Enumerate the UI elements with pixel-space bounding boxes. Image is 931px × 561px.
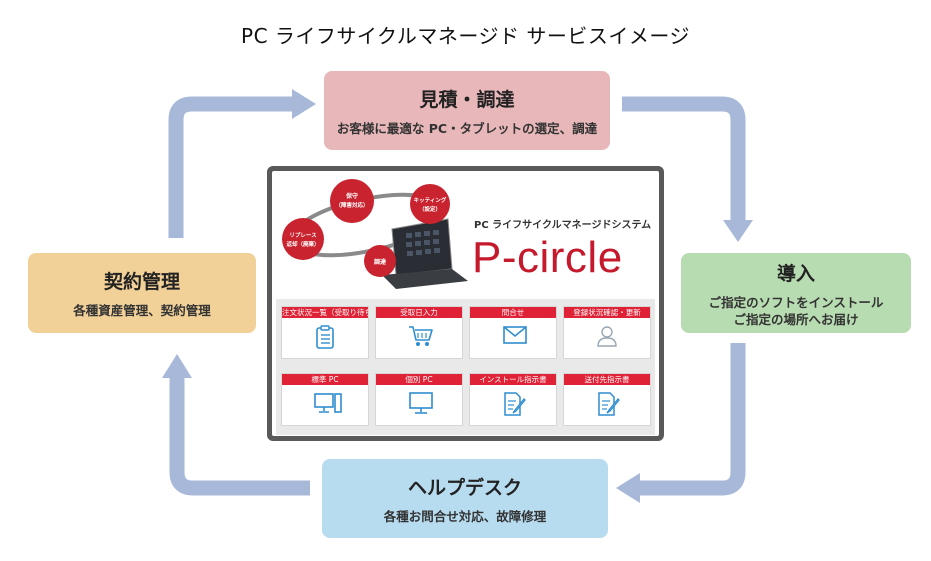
clipboard-icon bbox=[316, 325, 334, 349]
procure-box: 見積・調達 お客様に最適な PC・タブレットの選定、調達 bbox=[324, 71, 610, 150]
tile-inquiry-label: 問合せ bbox=[470, 307, 556, 318]
tile-individual-pc-label: 個別 PC bbox=[376, 374, 462, 385]
kitting-label-1: キッティング bbox=[414, 196, 447, 204]
p-circle-screen: 保守 （障害対応） キッティング （設定） リプレース 返却（廃棄） 調達 PC… bbox=[267, 166, 664, 441]
intro-box: 導入 ご指定のソフトをインストール ご指定の場所へお届け bbox=[681, 253, 911, 333]
contract-box: 契約管理 各種資産管理、契約管理 bbox=[28, 253, 256, 333]
laptop-screen bbox=[391, 218, 453, 276]
tile-inquiry[interactable]: 問合せ bbox=[469, 306, 557, 359]
kitting-label-2: （設定） bbox=[419, 205, 441, 213]
tile-registration-label: 登録状況確認・更新 bbox=[564, 307, 650, 318]
intro-description-line2: ご指定の場所へお届け bbox=[733, 311, 859, 327]
procure-heading: 見積・調達 bbox=[419, 88, 515, 111]
laptop-app-grid bbox=[406, 230, 440, 256]
tile-standard-pc[interactable]: 標準 PC bbox=[281, 373, 369, 426]
monitor-icon bbox=[409, 392, 433, 414]
arrow-helpdesk-to-contract bbox=[169, 378, 310, 496]
lifecycle-illustration: 保守 （障害対応） キッティング （設定） リプレース 返却（廃棄） 調達 bbox=[282, 179, 468, 289]
procure-node-label: 調達 bbox=[374, 258, 387, 266]
system-logo: P-circle bbox=[472, 233, 623, 282]
document-pen-icon bbox=[598, 392, 620, 416]
page-title: PC ライフサイクルマネージド サービスイメージ bbox=[241, 24, 690, 48]
tile-receive-date[interactable]: 受取日入力 bbox=[375, 306, 463, 359]
maintenance-label-1: 保守 bbox=[345, 192, 358, 200]
laptop-base bbox=[382, 269, 468, 289]
tile-receive-date-label: 受取日入力 bbox=[376, 307, 462, 318]
tile-install-instructions[interactable]: インストール指示書 bbox=[469, 373, 557, 426]
tile-delivery-instructions-label: 送付先指示書 bbox=[564, 374, 650, 385]
tile-delivery-instructions[interactable]: 送付先指示書 bbox=[563, 373, 651, 426]
desktop-tower-icon bbox=[314, 393, 342, 413]
helpdesk-description: 各種お問合せ対応、故障修理 bbox=[383, 508, 547, 524]
contract-description: 各種資産管理、契約管理 bbox=[73, 303, 211, 318]
system-subtitle: PC ライフサイクルマネージドシステム bbox=[474, 220, 652, 231]
tile-order-status[interactable]: 注文状況一覧（受取り待ち） bbox=[281, 306, 369, 359]
helpdesk-heading: ヘルプデスク bbox=[407, 476, 522, 499]
arrow-contract-to-procure bbox=[168, 96, 292, 238]
arrowhead-contract bbox=[162, 354, 192, 378]
tile-registration[interactable]: 登録状況確認・更新 bbox=[563, 306, 651, 359]
menu-grid: 注文状況一覧（受取り待ち） 受取日入力 bbox=[276, 299, 655, 435]
maintenance-node: 保守 （障害対応） bbox=[330, 179, 374, 223]
arrow-procure-to-intro bbox=[622, 96, 746, 220]
maintenance-label-2: （障害対応） bbox=[335, 201, 368, 209]
kitting-node: キッティング （設定） bbox=[410, 184, 450, 224]
mail-icon bbox=[503, 326, 527, 344]
arrowhead-intro bbox=[723, 220, 753, 242]
intro-description: ご指定のソフトをインストール ご指定の場所へお届け bbox=[681, 294, 911, 328]
intro-description-line1: ご指定のソフトをインストール bbox=[708, 294, 884, 310]
tile-order-status-label: 注文状況一覧（受取り待ち） bbox=[282, 307, 368, 318]
replace-label-2: 返却（廃棄） bbox=[286, 240, 319, 248]
tile-standard-pc-label: 標準 PC bbox=[282, 374, 368, 385]
tile-install-instructions-label: インストール指示書 bbox=[470, 374, 556, 385]
arrowhead-helpdesk bbox=[616, 473, 640, 503]
arrow-intro-to-helpdesk bbox=[640, 343, 746, 496]
arrowhead-procure bbox=[292, 89, 316, 119]
replace-label-1: リプレース bbox=[289, 231, 317, 239]
procure-description: お客様に最適な PC・タブレットの選定、調達 bbox=[336, 120, 598, 136]
contract-heading: 契約管理 bbox=[103, 271, 180, 293]
document-pen-icon bbox=[504, 392, 526, 416]
replace-node: リプレース 返却（廃棄） bbox=[282, 218, 324, 260]
intro-heading: 導入 bbox=[776, 262, 815, 285]
user-icon bbox=[597, 326, 617, 347]
procure-node: 調達 bbox=[364, 245, 396, 277]
cart-icon bbox=[409, 326, 433, 346]
tile-individual-pc[interactable]: 個別 PC bbox=[375, 373, 463, 426]
helpdesk-box: ヘルプデスク 各種お問合せ対応、故障修理 bbox=[322, 459, 608, 538]
p-circle-screen-content: 保守 （障害対応） キッティング （設定） リプレース 返却（廃棄） 調達 PC… bbox=[272, 171, 659, 436]
